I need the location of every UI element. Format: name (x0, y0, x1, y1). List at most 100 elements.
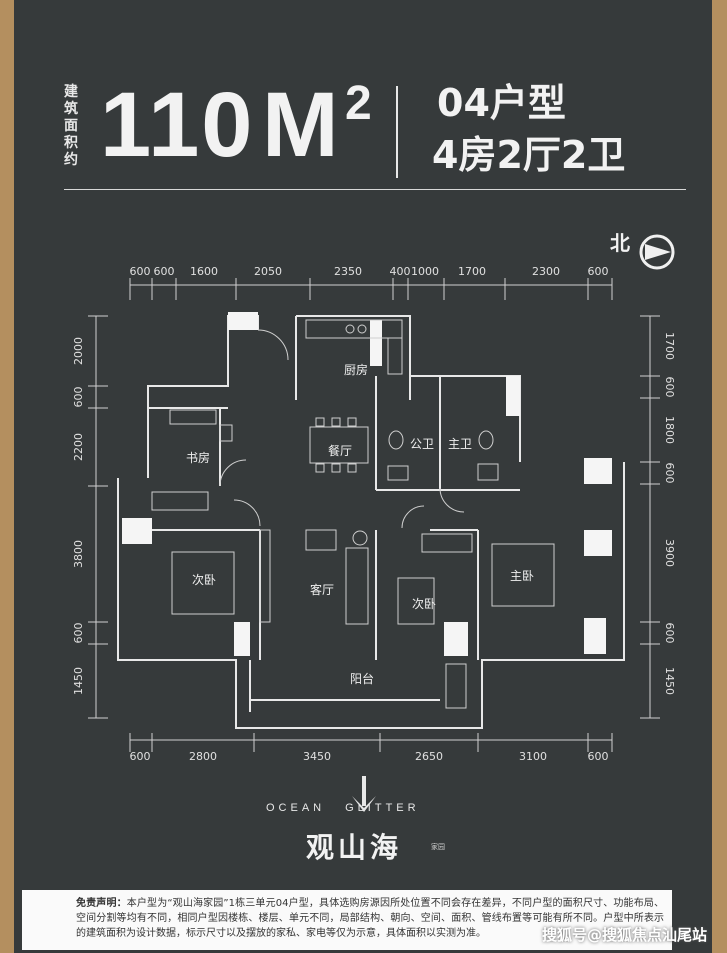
brand-english-right: GLITTER (345, 802, 420, 814)
area-label-char: 约 (64, 152, 78, 168)
dining-table (309, 426, 369, 464)
area-label-char: 面 (64, 118, 78, 134)
brand-chinese: 观山海 (306, 831, 403, 864)
side-table (352, 530, 368, 546)
dimension-label: 600 (154, 265, 175, 278)
wall-columns (122, 312, 612, 656)
area-unit-superscript: 2 (345, 77, 372, 130)
dimension-line-left (88, 315, 108, 719)
disclaimer-text: 本户型为“观山海家园”1栋三单元04户型，具体选购房源因所处位置不同会存在差异，… (76, 898, 664, 939)
stove-icon (345, 324, 355, 334)
bedroom-door (401, 505, 425, 529)
north-label: 北 (610, 231, 630, 255)
dimension-label: 1700 (458, 265, 486, 278)
disclaimer-box: 免责声明：本户型为“观山海家园”1栋三单元04户型，具体选购房源因所处位置不同会… (22, 890, 672, 950)
area-label-char: 积 (64, 135, 78, 151)
area-label-char: 筑 (64, 101, 78, 117)
dimension-label: 2000 (72, 337, 85, 365)
brand-english: OCEAN GLITTER (266, 802, 420, 814)
room-label-dining: 餐厅 (328, 443, 352, 458)
dimension-label: 3100 (519, 750, 547, 763)
dimension-label: 1600 (190, 265, 218, 278)
study-desk (169, 409, 217, 425)
room-label-living: 客厅 (310, 582, 334, 597)
bedroom-door (439, 487, 465, 513)
room-label-study: 书房 (186, 450, 210, 465)
brand-chinese-suffix: 家园 (431, 843, 445, 851)
sink-icon (477, 463, 499, 481)
toilet-icon (388, 430, 404, 450)
room-label-second-bedroom-right: 次卧 (412, 597, 436, 611)
area-value: 110 (100, 74, 255, 176)
dimension-label: 400 (390, 265, 411, 278)
sink-icon (387, 465, 409, 481)
wardrobe (151, 491, 209, 511)
room-label-public-bath: 公卫 (410, 437, 434, 451)
furniture (151, 319, 555, 709)
brand-logo-icon (352, 776, 376, 812)
dimension-label: 2350 (334, 265, 362, 278)
area-label: 建 筑 面 积 约 (64, 84, 84, 169)
kitchen-counter (387, 337, 403, 375)
area-unit: M (262, 74, 339, 176)
dimension-labels-bottom: 600 2800 3450 2650 3100 600 (130, 750, 609, 763)
room-layout: 4房2厅2卫 (432, 133, 626, 177)
stove-icon (357, 324, 367, 334)
dimension-labels-top: 600 600 1600 2050 2350 400 1000 1700 230… (130, 265, 609, 278)
toilet-icon (478, 430, 494, 450)
header-divider (396, 86, 398, 178)
dining-chair (331, 463, 341, 473)
dimension-label: 1000 (411, 265, 439, 278)
bed-second-bedroom-right (397, 577, 435, 625)
brand-english-left: OCEAN (266, 802, 326, 814)
dimension-labels-left: 2000 600 2200 3800 600 1450 (72, 337, 85, 695)
dimension-label: 3800 (72, 540, 85, 568)
watermark: 搜狐号@搜狐焦点汕尾站 (542, 926, 708, 944)
dimension-label: 600 (588, 750, 609, 763)
sofa (345, 547, 369, 625)
study-chair (219, 424, 233, 442)
dimension-label: 600 (588, 265, 609, 278)
dining-chair (347, 417, 357, 427)
room-label-second-bedroom-left: 次卧 (192, 573, 216, 587)
bedroom-door (233, 499, 261, 527)
room-label-master-bedroom: 主卧 (510, 569, 534, 583)
header-rule (64, 189, 686, 190)
dimension-label: 2050 (254, 265, 282, 278)
unit-type: 04户型 (437, 81, 566, 125)
dimension-label: 1800 (663, 416, 676, 444)
dimension-label: 600 (72, 387, 85, 408)
disclaimer: 免责声明：本户型为“观山海家园”1栋三单元04户型，具体选购房源因所处位置不同会… (22, 890, 672, 941)
bed-second-bedroom-left (171, 551, 235, 615)
dining-chair (331, 417, 341, 427)
area-label-char: 建 (64, 84, 78, 100)
dimension-label: 2200 (72, 433, 85, 461)
armchair (305, 529, 337, 551)
doors (219, 329, 465, 529)
dimension-label: 600 (72, 623, 85, 644)
dimension-label: 3900 (663, 539, 676, 567)
dimension-line-top (129, 278, 613, 300)
dimension-label: 2300 (532, 265, 560, 278)
dimension-label: 600 (663, 463, 676, 484)
dimension-label: 1450 (72, 667, 85, 695)
dimension-label: 1700 (663, 332, 676, 360)
dimension-label: 1450 (663, 667, 676, 695)
wardrobe (421, 533, 473, 553)
dining-chair (315, 463, 325, 473)
dimension-label: 600 (130, 750, 151, 763)
dining-chair (315, 417, 325, 427)
dimension-label: 2650 (415, 750, 443, 763)
disclaimer-title: 免责声明： (76, 898, 127, 909)
dimension-line-right (640, 315, 660, 719)
dimension-label: 2800 (189, 750, 217, 763)
dimension-labels-right: 1700 600 1800 600 3900 600 1450 (663, 332, 676, 695)
kitchen-counter (305, 319, 403, 339)
room-label-kitchen: 厨房 (344, 362, 368, 377)
entry-door (257, 329, 289, 361)
wardrobe (259, 529, 271, 623)
dimension-label: 600 (663, 377, 676, 398)
bed-master-bedroom (491, 543, 555, 607)
dimension-label: 3450 (303, 750, 331, 763)
